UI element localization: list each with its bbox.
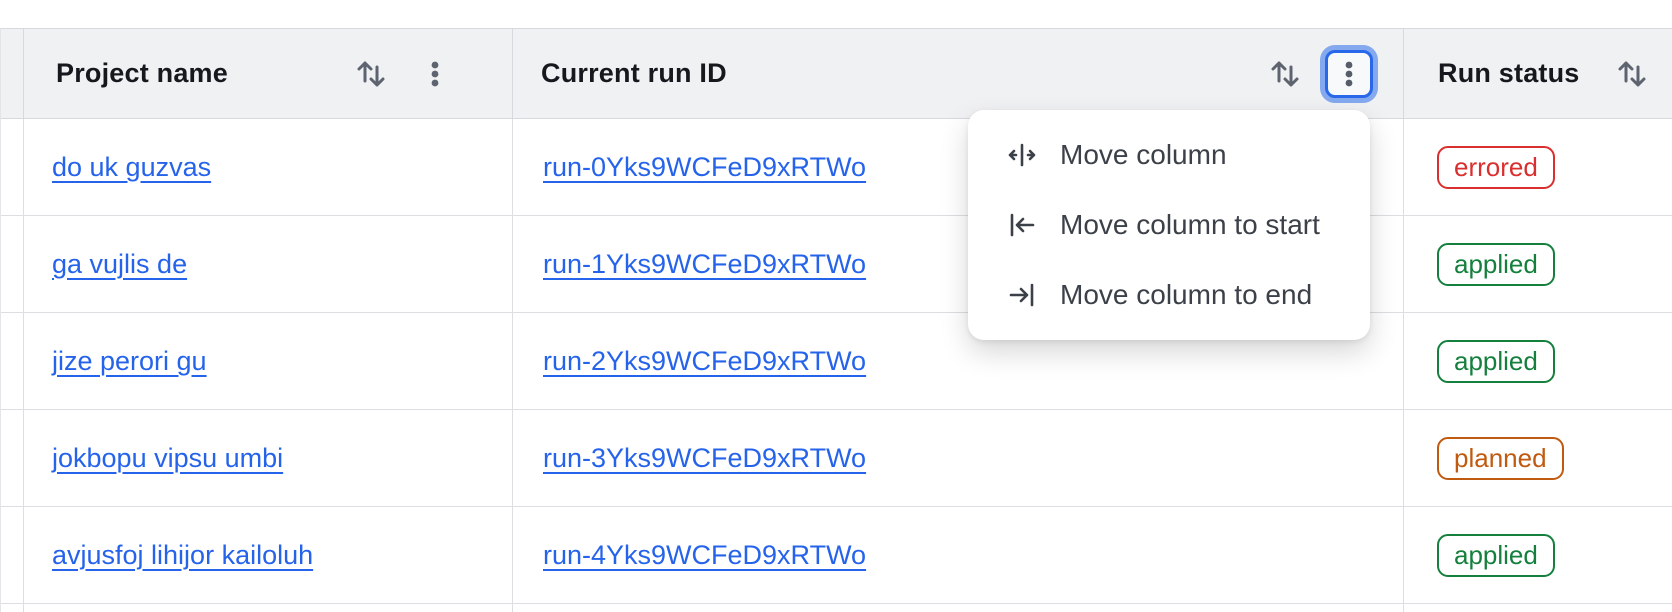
sort-button[interactable] bbox=[1614, 56, 1650, 92]
status-badge: errored bbox=[1437, 145, 1555, 189]
run-status-cell: applied bbox=[1404, 507, 1672, 603]
gutter-cell bbox=[1, 604, 24, 612]
table-row: avjusfoj lihijor kailoluh run-4Yks9WCFeD… bbox=[1, 507, 1672, 604]
project-link[interactable]: jokbopu vipsu umbi bbox=[52, 442, 284, 473]
status-badge: applied bbox=[1437, 339, 1555, 383]
menu-item-label: Move column to start bbox=[1060, 209, 1320, 240]
table-row: do uk guzvas run-0Yks9WCFeD9xRTWo errore… bbox=[1, 119, 1672, 216]
menu-item-move-column-to-end[interactable]: Move column to end bbox=[968, 260, 1370, 330]
project-link[interactable]: avjusfoj lihijor kailoluh bbox=[52, 539, 314, 570]
menu-item-move-column-to-start[interactable]: Move column to start bbox=[968, 190, 1370, 260]
kebab-icon bbox=[1332, 57, 1366, 91]
menu-item-label: Move column to end bbox=[1060, 279, 1313, 310]
run-status-cell: planned bbox=[1404, 410, 1672, 506]
sort-arrows-icon bbox=[354, 57, 388, 91]
table-row: jize perori gu run-2Yks9WCFeD9xRTWo appl… bbox=[1, 313, 1672, 410]
table-row: jokbopu vipsu umbi run-3Yks9WCFeD9xRTWo … bbox=[1, 410, 1672, 507]
run-status-cell: errored bbox=[1404, 119, 1672, 215]
column-header-run-status: Run status bbox=[1404, 29, 1672, 118]
status-badge: planned bbox=[1437, 436, 1564, 480]
column-title: Run status bbox=[1438, 58, 1580, 88]
project-name-cell: avjusfoj lihijor kailoluh bbox=[24, 507, 513, 603]
column-title: Project name bbox=[56, 58, 228, 88]
sort-arrows-icon bbox=[1268, 57, 1302, 91]
run-id-cell: run-4Yks9WCFeD9xRTWo bbox=[513, 507, 1404, 603]
column-menu-button-open[interactable] bbox=[1325, 49, 1373, 98]
menu-item-label: Move column bbox=[1060, 139, 1227, 170]
sort-button[interactable] bbox=[1267, 56, 1303, 92]
run-id-cell: run-0Yks9WCFeD9xRTWo bbox=[513, 119, 1404, 215]
run-id-link[interactable]: run-4Yks9WCFeD9xRTWo bbox=[543, 539, 867, 570]
run-status-cell: applied bbox=[1404, 216, 1672, 312]
run-id-cell: run-2Yks9WCFeD9xRTWo bbox=[513, 313, 1404, 409]
run-id-link[interactable]: run-3Yks9WCFeD9xRTWo bbox=[543, 442, 867, 473]
table-row: ga vujlis de run-1Yks9WCFeD9xRTWo applie… bbox=[1, 216, 1672, 313]
sort-arrows-icon bbox=[1615, 57, 1649, 91]
project-name-cell: ga vujlis de bbox=[24, 216, 513, 312]
project-link[interactable]: jize perori gu bbox=[52, 345, 207, 376]
gutter-cell bbox=[1, 119, 24, 215]
project-name-cell: jize perori gu bbox=[24, 313, 513, 409]
column-options-menu: Move column Move column to start Move co… bbox=[968, 110, 1370, 340]
status-badge: applied bbox=[1437, 533, 1555, 577]
table-row-partial bbox=[1, 604, 1672, 612]
gutter-cell bbox=[1, 313, 24, 409]
run-status-cell: applied bbox=[1404, 313, 1672, 409]
projects-table: Project name bbox=[0, 28, 1672, 612]
move-column-to-start-icon bbox=[1006, 209, 1038, 241]
project-link[interactable]: do uk guzvas bbox=[52, 151, 212, 182]
table-header-row: Project name bbox=[1, 29, 1672, 119]
status-badge: applied bbox=[1437, 242, 1555, 286]
project-link[interactable]: ga vujlis de bbox=[52, 248, 188, 279]
project-name-cell: jokbopu vipsu umbi bbox=[24, 410, 513, 506]
menu-item-move-column[interactable]: Move column bbox=[968, 120, 1370, 190]
run-id-link[interactable]: run-0Yks9WCFeD9xRTWo bbox=[543, 151, 867, 182]
run-id-link[interactable]: run-2Yks9WCFeD9xRTWo bbox=[543, 345, 867, 376]
column-title: Current run ID bbox=[541, 58, 727, 88]
gutter-cell bbox=[1, 507, 24, 603]
sort-button[interactable] bbox=[353, 56, 389, 92]
gutter-cell bbox=[1, 410, 24, 506]
gutter-cell bbox=[1, 216, 24, 312]
project-name-cell: do uk guzvas bbox=[24, 119, 513, 215]
kebab-icon bbox=[418, 57, 452, 91]
move-column-to-end-icon bbox=[1006, 279, 1038, 311]
gutter-column-header bbox=[1, 29, 24, 118]
column-header-current-run-id: Current run ID bbox=[513, 29, 1404, 118]
run-id-cell: run-1Yks9WCFeD9xRTWo bbox=[513, 216, 1404, 312]
run-id-cell: run-3Yks9WCFeD9xRTWo bbox=[513, 410, 1404, 506]
column-header-project-name: Project name bbox=[24, 29, 513, 118]
column-menu-button[interactable] bbox=[413, 52, 457, 96]
move-column-icon bbox=[1006, 139, 1038, 171]
run-id-link[interactable]: run-1Yks9WCFeD9xRTWo bbox=[543, 248, 867, 279]
